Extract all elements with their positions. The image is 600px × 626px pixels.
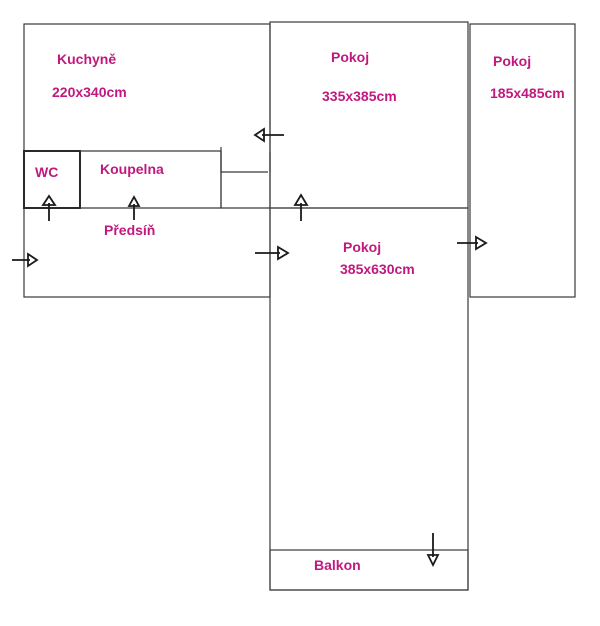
- room-large-size: 385x630cm: [340, 261, 415, 277]
- wc-name: WC: [35, 164, 58, 180]
- room-right-outline: [469, 23, 576, 298]
- kitchen-name: Kuchyně: [57, 51, 116, 67]
- room-right-name: Pokoj: [493, 53, 531, 69]
- bathroom-name: Koupelna: [100, 161, 164, 177]
- door-arrows: [12, 127, 488, 568]
- kitchen-door-arrow-icon: [253, 127, 284, 143]
- room-right-size: 185x485cm: [490, 85, 565, 101]
- room-large-name: Pokoj: [343, 239, 381, 255]
- walls: [23, 21, 576, 591]
- room-top-middle-size: 335x385cm: [322, 88, 397, 104]
- room-large-door-arrow-icon: [255, 245, 290, 261]
- balcony-outline: [269, 549, 469, 591]
- kitchen-size: 220x340cm: [52, 84, 127, 100]
- entrance-arrow-icon: [12, 252, 39, 268]
- hallway-name: Předsíň: [104, 222, 155, 238]
- wc-outline: [23, 150, 81, 209]
- room-top-door-arrow-icon: [293, 193, 309, 221]
- wc-door-arrow-icon: [41, 194, 57, 221]
- balcony-door-arrow-icon: [426, 533, 440, 568]
- bathroom-outline: [80, 150, 222, 209]
- labels: Kuchyně 220x340cm Pokoj 335x385cm Pokoj …: [35, 49, 565, 573]
- balcony-name: Balkon: [314, 557, 361, 573]
- room-right-door-arrow-icon: [457, 235, 488, 251]
- kitchen-door-frame: [220, 147, 268, 173]
- room-top-middle-name: Pokoj: [331, 49, 369, 65]
- bathroom-door-arrow-icon: [127, 195, 141, 220]
